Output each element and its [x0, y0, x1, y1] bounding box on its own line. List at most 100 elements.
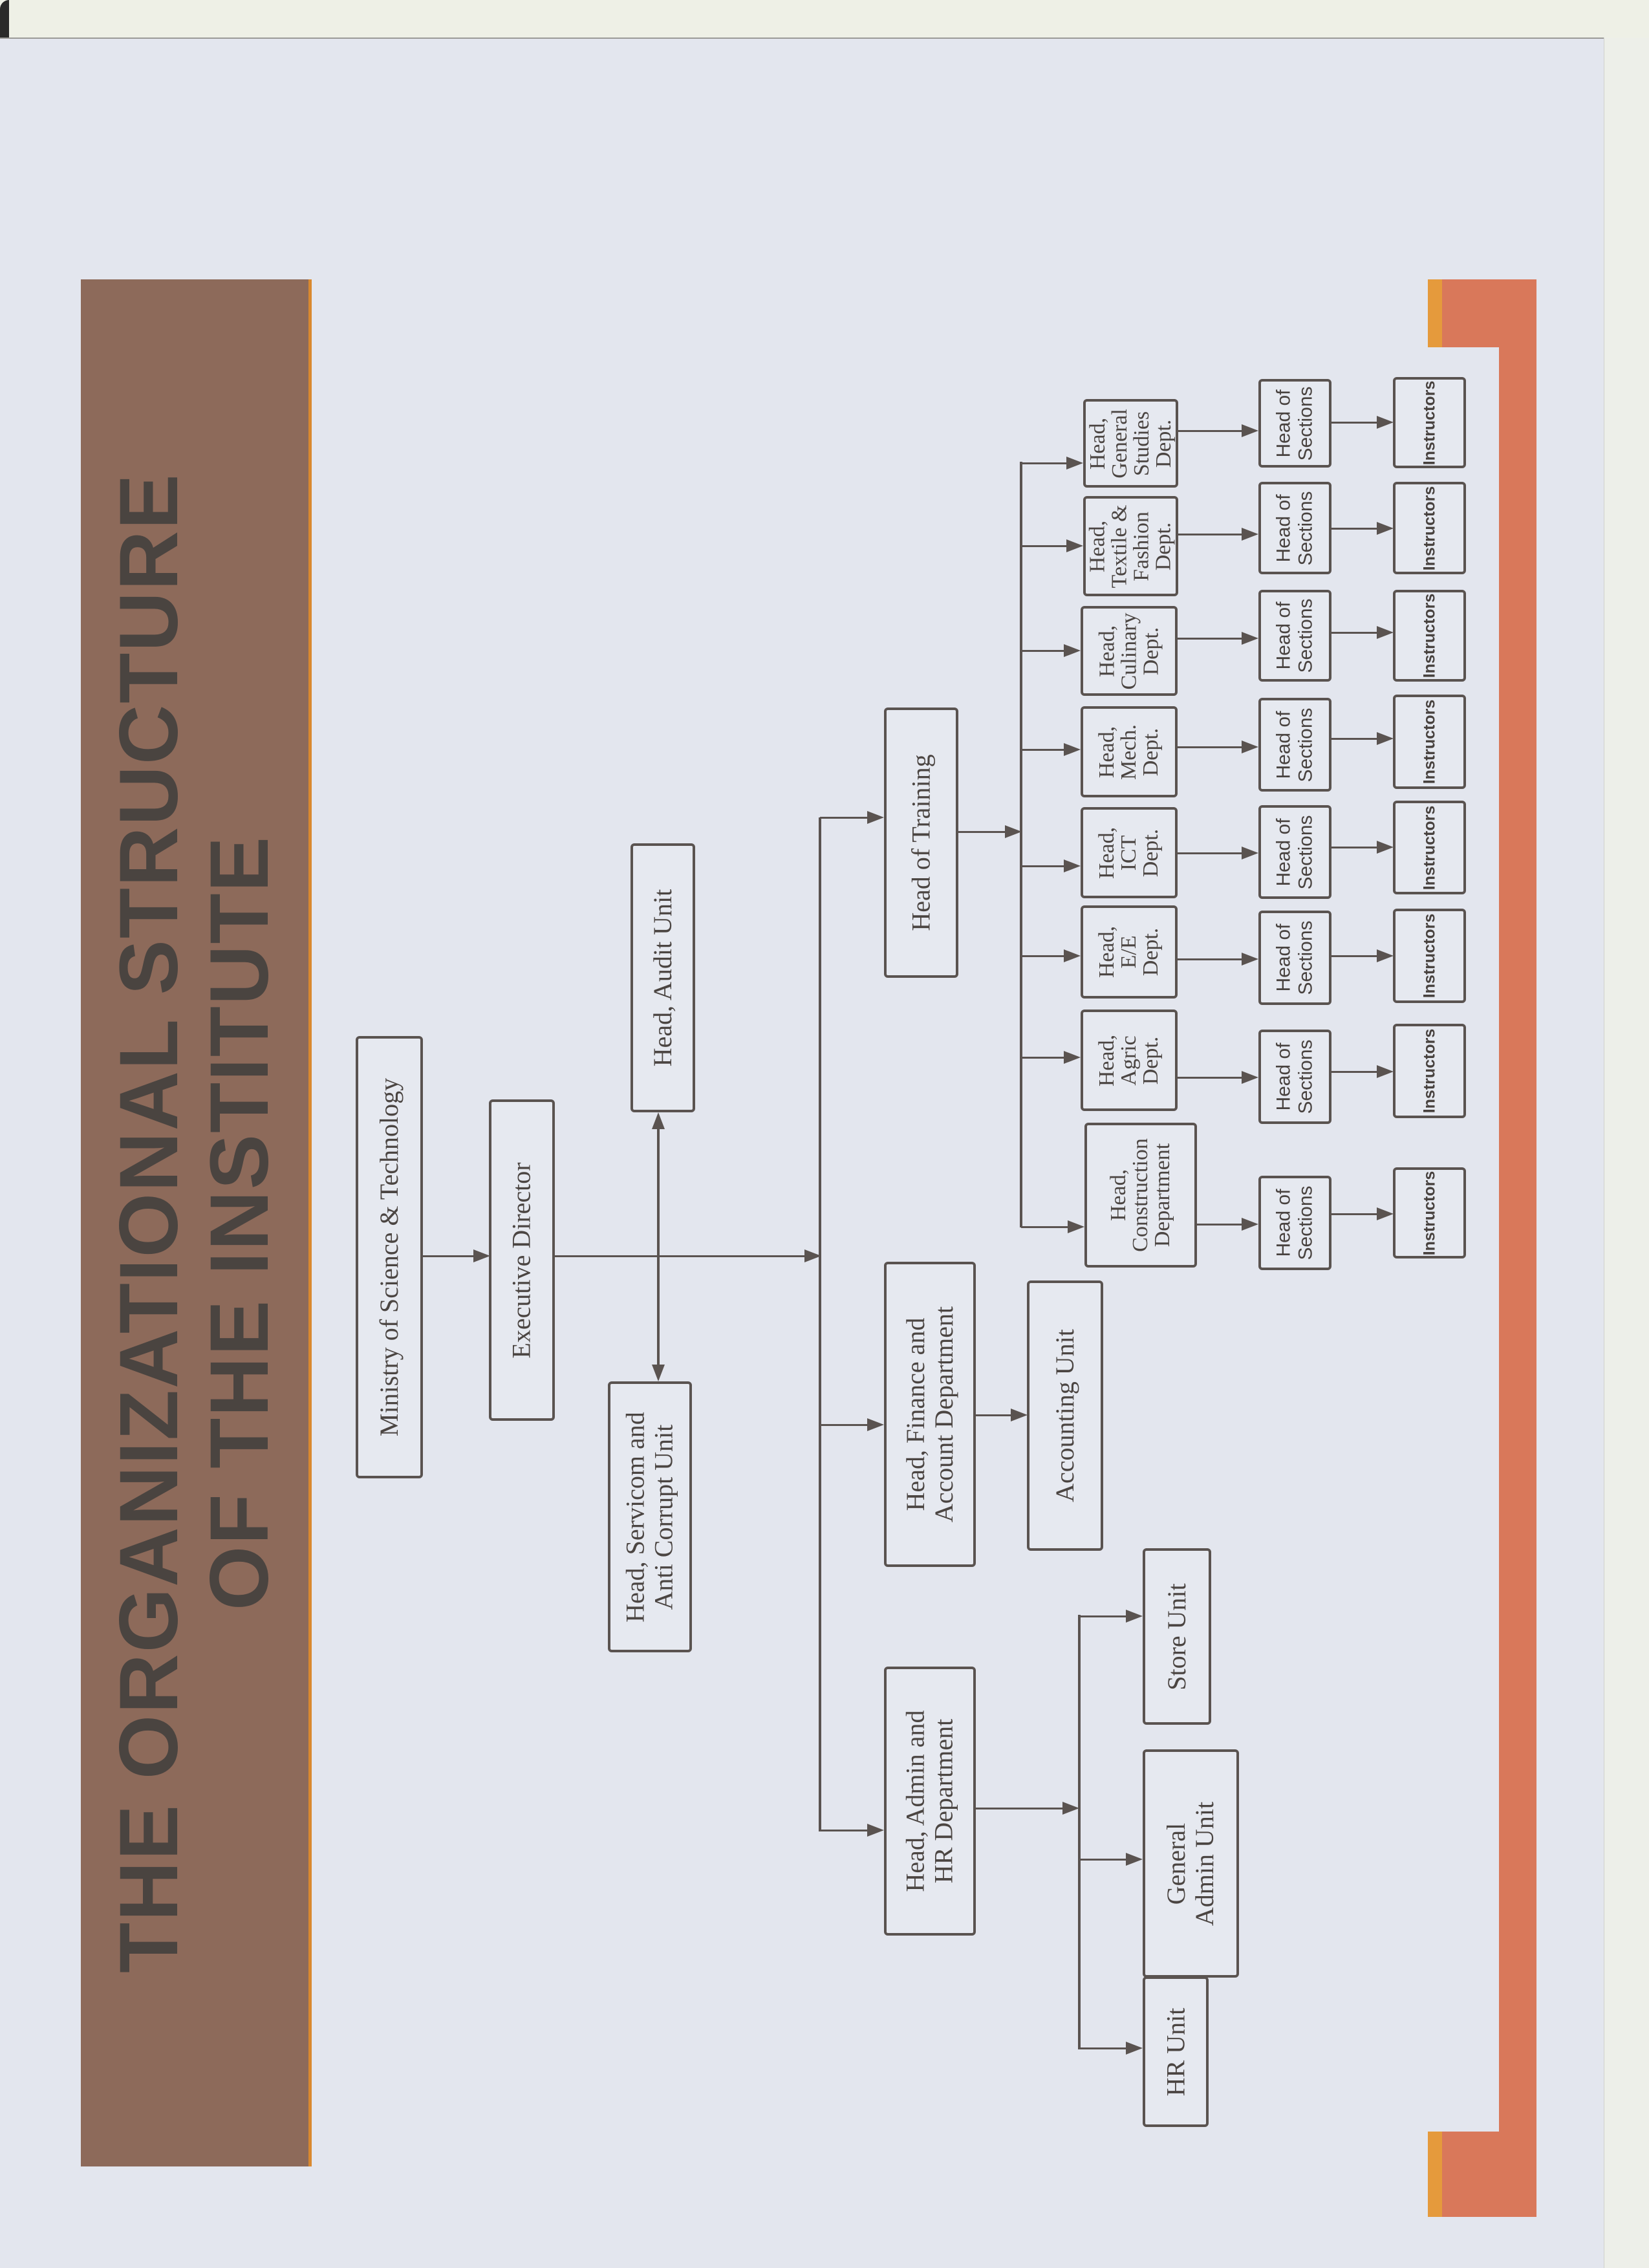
connector-finance-accounting: [976, 1414, 1012, 1416]
dept-general-studies-box: Head, General Studies Dept.: [1083, 399, 1178, 488]
store-unit-box: Store Unit: [1143, 1548, 1211, 1725]
arrow-icon: [1377, 626, 1394, 639]
bracket-bottom: [1428, 2132, 1536, 2217]
connector-dept: [1021, 462, 1068, 464]
connector-dept: [1021, 1226, 1069, 1228]
arrow-icon: [1377, 732, 1394, 745]
dept-label: Head, Textile & Fashion Dept.: [1085, 504, 1176, 588]
title-line-1: THE ORGANIZATIONAL STRUCTURE: [103, 473, 195, 1973]
head-of-sections-box: Head of Sections: [1258, 698, 1331, 792]
training-subtrunk: [1020, 462, 1022, 1227]
head-of-training-label: Head of Training: [906, 754, 936, 931]
head-of-sections-box: Head of Sections: [1258, 379, 1331, 468]
instructors-box: Instructors: [1393, 377, 1466, 468]
scan-corner: [0, 0, 9, 38]
connector-dept-sections: [1178, 638, 1243, 640]
main-trunk: [819, 817, 821, 1831]
arrow-icon: [1066, 457, 1083, 470]
instructors-box: Instructors: [1393, 695, 1466, 789]
connector-dept-sections: [1178, 958, 1243, 960]
connector-dept: [1021, 749, 1065, 751]
arrow-icon: [1242, 528, 1258, 541]
arrow-icon: [1126, 2042, 1143, 2055]
connector-sections-instructors: [1331, 955, 1378, 957]
dept-label: Head, E/E Dept.: [1095, 925, 1163, 978]
head-finance-box: Head, Finance and Account Department: [884, 1262, 976, 1567]
arrow-icon: [1005, 825, 1022, 838]
head-of-sections-box: Head of Sections: [1258, 911, 1331, 1005]
arrow-icon: [652, 1365, 665, 1381]
arrow-icon: [1377, 949, 1394, 962]
connector-audit-servicom: [657, 1129, 660, 1365]
arrow-icon: [1011, 1409, 1028, 1421]
connector-dept: [1021, 545, 1068, 547]
arrow-icon: [1242, 424, 1258, 437]
dept-label: Head, ICT Dept.: [1095, 826, 1163, 879]
head-of-sections-box: Head of Sections: [1258, 590, 1331, 682]
ministry-label: Ministry of Science & Technology: [374, 1077, 404, 1437]
page-title: THE ORGANIZATIONAL STRUCTURE OF THE INST…: [103, 279, 286, 2166]
connector-dept: [1021, 955, 1065, 957]
dept-culinary-box: Head, Culinary Dept.: [1081, 606, 1178, 696]
connector-trunk-training: [820, 817, 868, 819]
page-right-edge: [1604, 38, 1649, 2268]
dept-label: Head, General Studies Dept.: [1085, 408, 1176, 479]
arrow-icon: [1068, 1220, 1084, 1233]
connector-general-admin: [1079, 1859, 1127, 1861]
arrow-icon: [1242, 740, 1258, 753]
connector-sections-instructors: [1331, 1071, 1378, 1073]
connector-dept-sections: [1197, 1224, 1243, 1226]
dept-mech-box: Head, Mech. Dept.: [1081, 706, 1178, 797]
bracket-vertical: [1499, 279, 1536, 2217]
arrow-icon: [1377, 416, 1394, 429]
instructors-label: Instructors: [1420, 380, 1439, 465]
connector-ed-trunk: [555, 1255, 806, 1257]
head-of-sections-label: Head of Sections: [1273, 707, 1317, 783]
head-of-sections-label: Head of Sections: [1273, 490, 1317, 566]
instructors-box: Instructors: [1393, 909, 1466, 1003]
connector-dept: [1021, 865, 1065, 867]
general-admin-unit-box: General Admin Unit: [1143, 1749, 1239, 1978]
admin-subtrunk: [1078, 1615, 1081, 2049]
arrow-icon: [1126, 1853, 1143, 1866]
instructors-label: Instructors: [1420, 913, 1439, 999]
arrow-icon: [1126, 1610, 1143, 1623]
dept-ee-box: Head, E/E Dept.: [1081, 905, 1178, 999]
arrow-icon: [1064, 644, 1081, 657]
instructors-label: Instructors: [1420, 486, 1439, 570]
arrow-icon: [1242, 1071, 1258, 1084]
arrow-icon: [1242, 847, 1258, 859]
general-admin-unit-label: General Admin Unit: [1161, 1801, 1220, 1926]
dept-label: Head, Culinary Dept.: [1094, 612, 1163, 689]
accounting-unit-box: Accounting Unit: [1027, 1280, 1103, 1551]
executive-director-box: Executive Director: [489, 1099, 555, 1421]
connector-training-subtrunk: [958, 831, 1006, 833]
arrow-icon: [1064, 949, 1081, 962]
instructors-box: Instructors: [1393, 801, 1466, 894]
connector-dept-sections: [1178, 534, 1243, 535]
instructors-box: Instructors: [1393, 482, 1466, 574]
instructors-label: Instructors: [1420, 1171, 1439, 1255]
arrow-icon: [867, 1824, 884, 1837]
connector-admin-subtrunk: [976, 1808, 1064, 1809]
audit-unit-label: Head, Audit Unit: [648, 889, 678, 1067]
dept-label: Head, Agric Dept.: [1095, 1034, 1163, 1086]
arrow-icon: [1377, 522, 1394, 535]
dept-textile-fashion-box: Head, Textile & Fashion Dept.: [1083, 496, 1178, 596]
arrow-icon: [1062, 1802, 1079, 1815]
connector-sections-instructors: [1331, 528, 1378, 530]
arrow-icon: [652, 1112, 665, 1129]
ministry-box: Ministry of Science & Technology: [356, 1036, 423, 1478]
store-unit-label: Store Unit: [1162, 1582, 1192, 1690]
connector-trunk-admin: [820, 1830, 868, 1831]
dept-ict-box: Head, ICT Dept.: [1081, 807, 1178, 898]
connector-dept: [1021, 1057, 1065, 1059]
head-of-sections-label: Head of Sections: [1273, 814, 1317, 890]
connector-sections-instructors: [1331, 632, 1378, 634]
head-of-sections-box: Head of Sections: [1258, 805, 1331, 899]
arrow-icon: [1064, 1051, 1081, 1064]
arrow-icon: [867, 811, 884, 824]
arrow-icon: [1064, 859, 1081, 872]
connector-sections-instructors: [1331, 738, 1378, 740]
head-of-training-box: Head of Training: [884, 707, 958, 978]
